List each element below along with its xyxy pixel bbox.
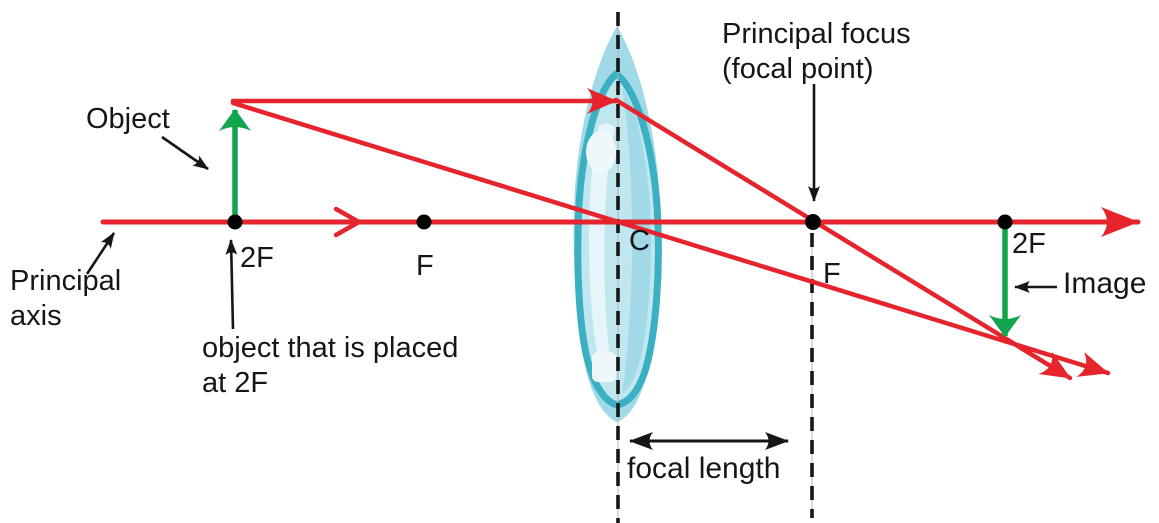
lens-highlight-bottom [592,352,616,382]
object-pointer-arrow [161,135,209,171]
ray-through-optical-center [230,100,1111,377]
object-note-pointer-arrow [225,239,238,330]
principal-axis-label: Principal axis [10,265,122,332]
lens-shading [622,88,651,394]
image-label: Image [1063,267,1147,300]
lens-highlight [588,123,615,380]
point-label-left-f: F [416,250,434,282]
focal-length-label: focal length [627,452,781,485]
point-label-right-f: F [823,258,841,290]
lens-highlight-top [586,131,616,173]
principal-axis-pointer-arrow [85,232,116,275]
point-label-right-2f: 2F [1012,228,1046,260]
point-label-optical-center: C [629,225,650,257]
object-note-label: object that is placed at 2F [202,332,459,399]
principal-focus-label: Principal focus (focal point) [722,18,911,85]
right-f-point [805,214,821,230]
left-2f-point [227,214,243,230]
point-label-left-2f: 2F [240,242,274,274]
left-f-point [416,214,432,230]
convex-lens [573,26,662,422]
object-label: Object [86,103,170,135]
axis-direction-arrow [333,206,364,238]
refracted-ray-through-focus [613,97,1073,381]
right-2f-point [997,214,1013,230]
